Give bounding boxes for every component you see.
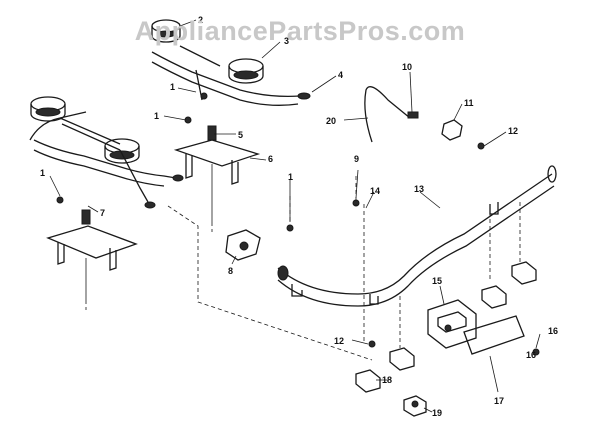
callout-6: 6 [268,154,273,164]
callout-3: 3 [284,36,289,46]
screw-1c [56,196,64,204]
callout-1a: 1 [170,82,175,92]
burner-valve-a [481,285,507,309]
callout-9: 9 [354,154,359,164]
callout-1d: 1 [288,172,293,182]
callout-12a: 12 [508,126,518,136]
callout-1c: 1 [40,168,45,178]
knob-19 [403,395,427,417]
orifice-fitting [441,119,463,141]
screw-1a [200,92,208,100]
burner-valve-b [511,261,537,285]
burner-valve-d [355,369,381,393]
screw-16b [532,348,540,356]
left-burner-tube [33,117,184,209]
callout-1b: 1 [154,111,159,121]
callout-20: 20 [326,116,336,126]
callout-8: 8 [228,266,233,276]
callout-2: 2 [198,15,203,25]
pressure-regulator [225,229,261,261]
screw-1d [286,224,294,232]
left-burner-bracket [46,209,138,300]
callout-15: 15 [432,276,442,286]
right-burner-bracket [173,125,261,222]
callout-14: 14 [370,186,380,196]
callout-5: 5 [238,130,243,140]
manifold-pipe [277,165,557,307]
right-burner-tube [151,45,311,106]
callout-4: 4 [338,70,343,80]
callout-10: 10 [402,62,412,72]
leader-lines [49,19,541,413]
switch-cover [463,315,525,355]
left-rear-burner [29,96,87,141]
callout-7: 7 [100,208,105,218]
ignition-switch [427,299,477,349]
right-front-burner [228,58,264,84]
site-watermark: AppliancePartsPros.com [134,16,466,46]
callout-16b: 16 [526,350,536,360]
callout-12b: 12 [334,336,344,346]
callout-18: 18 [382,375,392,385]
left-front-burner [104,138,140,164]
gas-tube [364,86,419,143]
callout-19: 19 [432,408,442,418]
callout-16a: 16 [548,326,558,336]
callout-13: 13 [414,184,424,194]
callout-numbers: 2 3 4 1 1 5 6 1 7 8 9 10 11 12 20 14 13 … [40,15,558,418]
callout-11: 11 [464,98,474,108]
callout-17: 17 [494,396,504,406]
burner-valve-c [389,347,415,371]
screw-12b [368,340,376,348]
screw-12a [477,142,485,150]
right-rear-burner [151,19,181,43]
